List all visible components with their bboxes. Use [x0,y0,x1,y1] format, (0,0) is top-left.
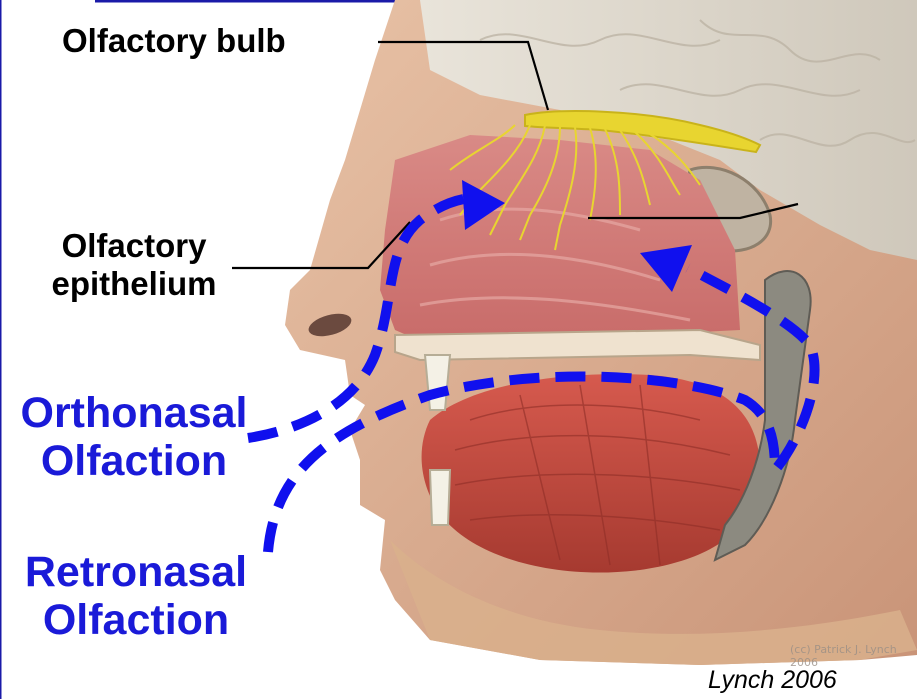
label-olfactory-bulb: Olfactory bulb [62,22,286,60]
image-credit: Lynch 2006 [708,666,837,695]
label-olfactory-epithelium-line2: epithelium [24,265,244,303]
label-retronasal-line1: Retronasal [8,548,264,596]
label-olfactory-epithelium-line1: Olfactory [24,227,244,265]
label-orthonasal-line1: Orthonasal [6,389,262,437]
label-retronasal-line2: Olfaction [8,596,264,644]
label-orthonasal-line2: Olfaction [6,437,262,485]
label-olfactory-epithelium: Olfactory epithelium [24,227,244,303]
label-orthonasal-olfaction: Orthonasal Olfaction [6,389,262,485]
upper-teeth [425,355,450,410]
lower-teeth [430,470,450,525]
label-retronasal-olfaction: Retronasal Olfaction [8,548,264,644]
